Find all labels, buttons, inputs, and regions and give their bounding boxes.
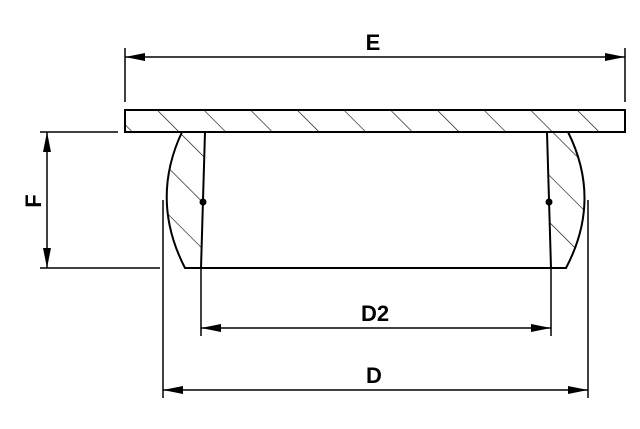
- label-D: D: [366, 363, 382, 388]
- dimension-D2: D2: [200, 268, 552, 336]
- dimension-E: E: [124, 30, 626, 102]
- dimension-F: F: [21, 131, 160, 269]
- label-E: E: [366, 30, 381, 55]
- label-F: F: [21, 194, 46, 207]
- left-contact-dot: [199, 198, 207, 206]
- left-bulb-section: [165, 131, 207, 269]
- flange-plate: [124, 109, 626, 133]
- label-D2: D2: [361, 301, 389, 326]
- right-bulb-section: [545, 131, 586, 269]
- right-contact-dot: [545, 198, 553, 206]
- inner-cavity: [185, 131, 566, 269]
- dimension-D: D: [162, 200, 589, 398]
